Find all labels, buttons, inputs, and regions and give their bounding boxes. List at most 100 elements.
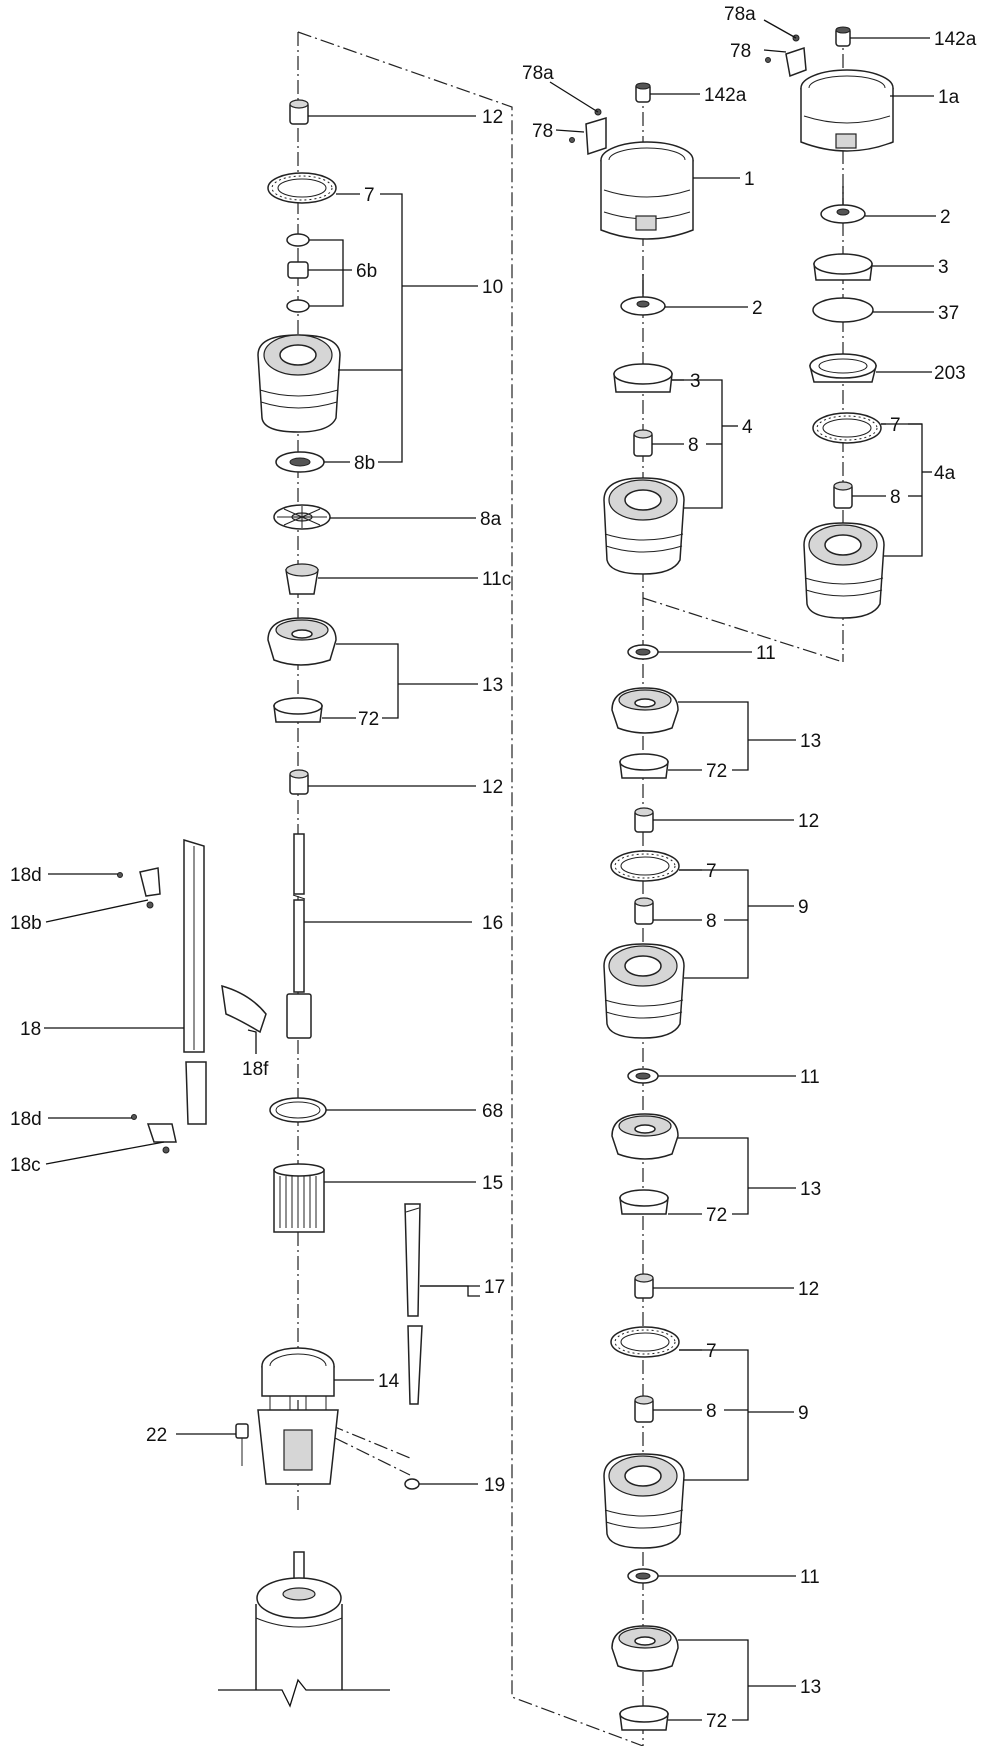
part-13-diffuser-b xyxy=(611,1113,679,1160)
label-13-b: 13 xyxy=(800,1179,821,1200)
part-18c-clip xyxy=(131,1114,177,1154)
label-18f: 18f xyxy=(242,1059,269,1080)
label-3-right: 3 xyxy=(938,257,949,278)
label-7-b: 7 xyxy=(706,1341,717,1362)
label-142a-right: 142a xyxy=(934,29,977,50)
label-2-mid: 2 xyxy=(752,298,763,319)
part-18f-clip xyxy=(221,984,267,1034)
part-8-bushing-a xyxy=(634,897,654,925)
part-8-bushing-b xyxy=(634,1395,654,1423)
part-7-ring-right xyxy=(812,412,882,444)
label-17: 17 xyxy=(484,1277,505,1298)
part-78-cable-clip-mid xyxy=(569,108,607,156)
label-11-a: 11 xyxy=(756,643,776,664)
part-11c-nut xyxy=(285,563,319,595)
part-19-nut xyxy=(404,1478,420,1490)
part-68-ring xyxy=(269,1097,327,1123)
label-13-a: 13 xyxy=(800,731,821,752)
label-14: 14 xyxy=(378,1371,400,1392)
part-78-cable-clip-right xyxy=(765,34,807,78)
part-3-seat-mid xyxy=(613,363,673,393)
label-11-c: 11 xyxy=(800,1567,820,1588)
part-11-seal-c xyxy=(627,1568,659,1584)
part-142a-valve-mid xyxy=(635,82,651,103)
label-72-a: 72 xyxy=(706,761,727,782)
part-1-valve-housing xyxy=(600,141,694,240)
part-8-bushing-right xyxy=(833,481,853,509)
label-1: 1 xyxy=(744,169,755,190)
part-4a-impeller-stage xyxy=(803,522,885,619)
part-16-shaft xyxy=(286,833,312,1039)
label-12-top: 12 xyxy=(482,107,503,128)
part-72-ring-left xyxy=(273,697,323,723)
label-18c: 18c xyxy=(10,1155,41,1176)
part-9-impeller-a xyxy=(603,943,685,1039)
part-37-oring xyxy=(812,297,874,323)
part-8b-washer xyxy=(275,451,325,473)
label-9-b: 9 xyxy=(798,1403,809,1424)
label-11-b: 11 xyxy=(800,1067,820,1088)
part-11-seal-a xyxy=(627,644,659,660)
label-78a-right: 78a xyxy=(724,4,756,25)
label-7-a: 7 xyxy=(706,861,717,882)
part-72-ring-b xyxy=(619,1189,669,1215)
part-8-bushing-mid xyxy=(633,429,653,457)
part-7-ring-a xyxy=(610,850,680,882)
axis-lines xyxy=(297,30,844,1746)
part-12-bearing-b xyxy=(634,1273,654,1299)
part-14-suction-housing xyxy=(257,1347,339,1485)
part-1a-valve-housing xyxy=(800,69,894,152)
label-18: 18 xyxy=(20,1019,41,1040)
label-12-a: 12 xyxy=(798,811,819,832)
part-72-ring-c xyxy=(619,1705,669,1731)
label-8a: 8a xyxy=(480,509,502,530)
part-72-ring-a xyxy=(619,753,669,779)
part-142a-valve-right xyxy=(835,26,851,47)
label-8b: 8b xyxy=(354,453,375,474)
label-72-b: 72 xyxy=(706,1205,727,1226)
label-12-b: 12 xyxy=(798,1279,819,1300)
label-78-right: 78 xyxy=(730,41,751,62)
part-7-ring-left xyxy=(267,172,337,204)
label-142a-mid: 142a xyxy=(704,85,747,106)
label-3-mid: 3 xyxy=(690,371,701,392)
label-37: 37 xyxy=(938,303,959,324)
label-19: 19 xyxy=(484,1475,505,1496)
label-22: 22 xyxy=(146,1425,167,1446)
part-motor xyxy=(218,1551,390,1708)
label-9-a: 9 xyxy=(798,897,809,918)
callout-labels: 12 7 6b 10 8b 8a 11c 13 72 12 16 68 15 1… xyxy=(10,4,977,1732)
part-12-bearing-top xyxy=(289,99,309,125)
label-15: 15 xyxy=(482,1173,503,1194)
part-15-strainer xyxy=(273,1163,325,1233)
label-7-left: 7 xyxy=(364,185,375,206)
part-2-valve-mid xyxy=(620,274,666,316)
label-13-left: 13 xyxy=(482,675,503,696)
part-9-impeller-b xyxy=(603,1453,685,1549)
label-12-mid: 12 xyxy=(482,777,503,798)
label-78a-mid: 78a xyxy=(522,63,554,84)
part-3-seat-right xyxy=(813,253,873,281)
label-4a: 4a xyxy=(934,463,956,484)
label-8-b: 8 xyxy=(706,1401,717,1422)
leader-lines xyxy=(44,19,936,1721)
part-12-bearing-a xyxy=(634,807,654,833)
label-16: 16 xyxy=(482,913,503,934)
label-72-c: 72 xyxy=(706,1711,727,1732)
label-7-right: 7 xyxy=(890,415,901,436)
label-8-right: 8 xyxy=(890,487,901,508)
part-7-ring-b xyxy=(610,1326,680,1358)
part-18b-clip xyxy=(117,867,161,909)
label-78-mid: 78 xyxy=(532,121,553,142)
part-2-valve-right xyxy=(820,186,866,224)
label-4: 4 xyxy=(742,417,753,438)
part-17-cable-guard xyxy=(404,1203,423,1405)
part-18-guard-strip xyxy=(183,838,207,1125)
label-68: 68 xyxy=(482,1101,503,1122)
label-18d-top: 18d xyxy=(10,865,42,886)
label-8-a: 8 xyxy=(706,911,717,932)
label-10: 10 xyxy=(482,277,503,298)
part-13-diffuser-c xyxy=(611,1625,679,1672)
part-6b-bushings xyxy=(286,233,310,313)
